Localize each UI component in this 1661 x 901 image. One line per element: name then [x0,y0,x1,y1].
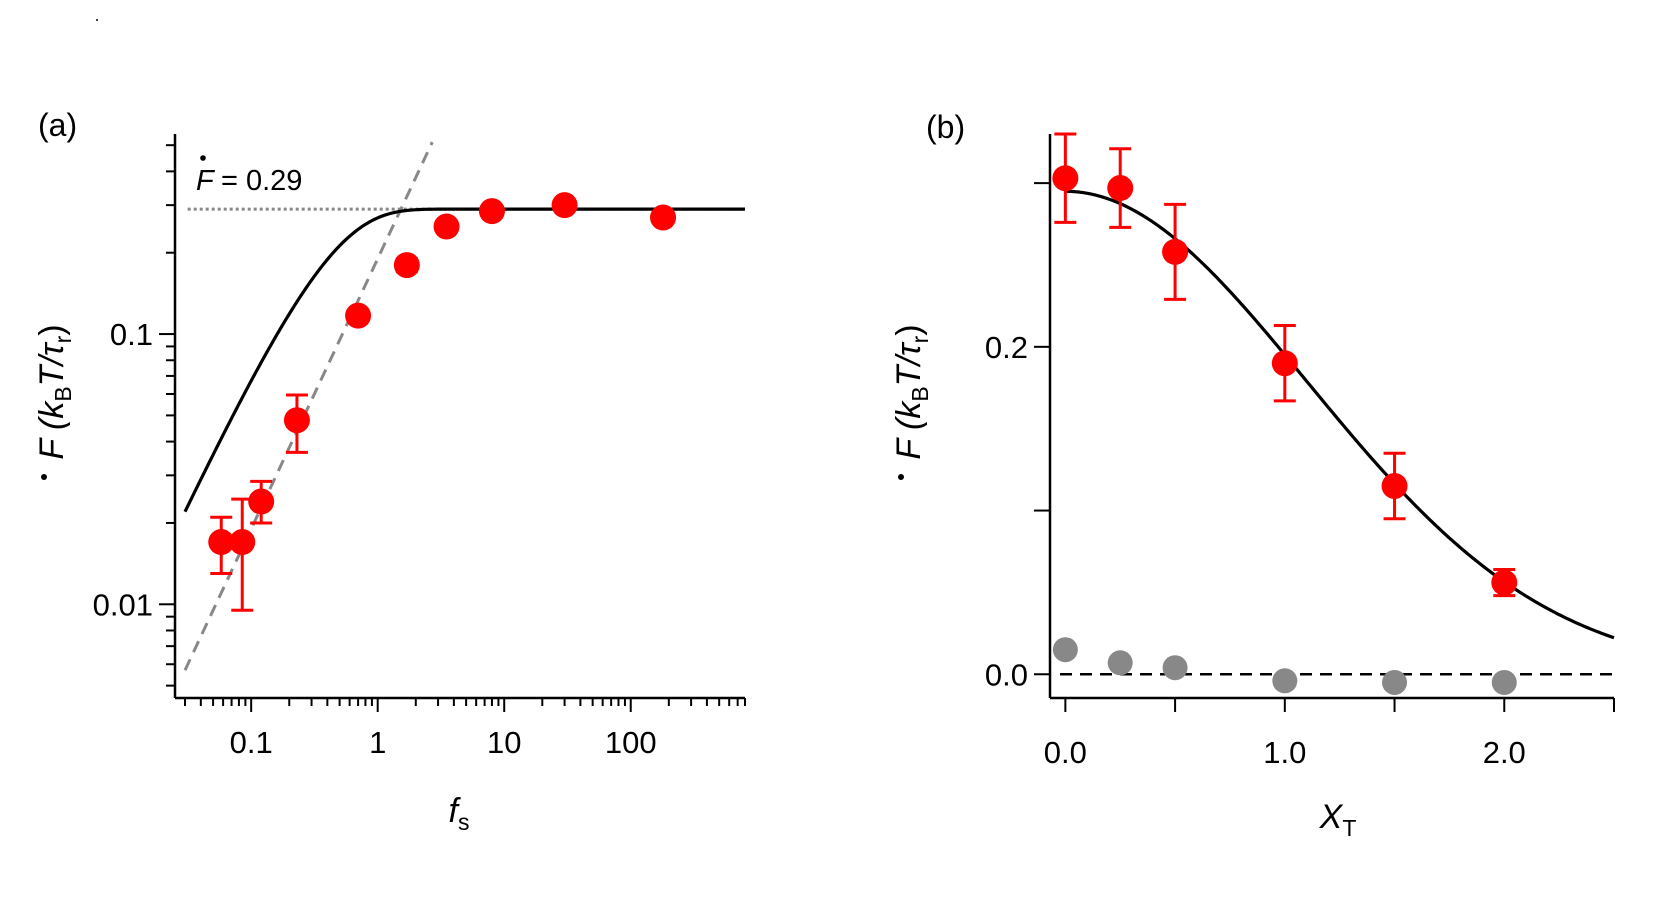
panel-b-data-point-0 [1052,165,1079,192]
panel-b-gray-point-4 [1382,669,1408,695]
panel-a-data-point-0 [208,529,235,556]
panel-a: (a) F 0.1 1 10 100 0.01 0.1 = 0.29 fs F (kBT/… [33,107,746,835]
panel-a-y-title-mid: T/τ [33,341,71,386]
panel-a-data-point-6 [433,213,460,240]
panel-a-data-point-7 [478,198,505,225]
panel-b-data-point-1 [1107,175,1134,202]
panel-a-y-title-dot [41,474,47,480]
panel-a-x-axis-title: fs [449,792,470,835]
panel-a-y-axis-title: F (kBT/τr) [33,324,76,459]
panel-b-gray-point-1 [1107,650,1133,676]
panel-b-data-point-5 [1491,569,1518,596]
panel-b-gray-point-3 [1272,668,1298,694]
panel-a-x-tick-label-3: 100 [605,725,657,760]
panel-b-y-tick-label-0: 0.0 [985,657,1028,692]
panel-a-y-title-sub2: r [50,335,76,343]
panel-a-y-tick-label-0: 0.01 [93,587,153,622]
panel-b-x-tick-label-0: 0.0 [1044,735,1087,770]
panel-b-y-title-main: F (k [890,400,928,460]
panel-a-y-title-end: ) [33,324,71,335]
panel-b-y-title-dot [898,474,904,480]
panel-a-x-tick-label-0: 0.1 [230,725,273,760]
panel-b-x-title-sub: T [1342,815,1356,841]
stray-dot [96,19,98,21]
panel-b-x-tick-label-1: 1.0 [1263,735,1306,770]
panel-a-x-tick-label-2: 10 [487,725,521,760]
panel-a-data-point-5 [393,252,420,279]
panel-b: (b) 0.0 1.0 2.0 0.0 0.2 XT F (kBT/τr) [890,109,1615,841]
panel-a-x-tick-label-1: 1 [369,725,386,760]
panel-a-data-point-8 [551,192,578,219]
panel-b-data-point-4 [1381,472,1408,499]
panel-b-data-point-2 [1162,238,1189,265]
panel-a-y-title-sub1: B [50,386,76,401]
panel-b-y-title-end: ) [890,324,928,335]
panel-a-asymptote-line [183,141,434,671]
panel-a-data-point-3 [283,407,310,434]
panel-a-y-tick-label-1: 0.1 [110,317,153,352]
panel-b-y-title-mid: T/τ [890,341,928,386]
panel-b-y-title-sub1: B [907,386,933,401]
panel-a-x-title-sub: s [458,809,470,835]
panel-b-x-title-main: X [1319,798,1344,836]
panel-a-plateau-annotation: = 0.29 [221,165,302,197]
panel-a-data-point-4 [345,302,372,329]
panel-a-label: (a) [38,107,77,143]
panel-a-y-axis-title-group: F (kBT/τr) [33,324,76,459]
panel-b-plot-area [1052,132,1615,695]
panel-b-fit-curve [1065,189,1615,640]
panel-b-axes: 0.0 1.0 2.0 0.0 0.2 [898,134,1615,770]
panel-b-x-axis-title: XT [1319,798,1357,841]
panel-b-gray-point-5 [1491,669,1517,695]
panel-b-y-title-sub2: r [907,335,933,343]
panel-a-plot-area: F [183,141,745,671]
panel-a-y-title-main: F (k [33,400,71,460]
panel-a-axes: 0.1 1 10 100 0.01 0.1 [41,134,746,760]
panel-a-data-point-1 [229,529,256,556]
panel-b-gray-point-0 [1052,637,1078,663]
panel-b-x-tick-label-2: 2.0 [1483,735,1526,770]
panel-b-y-tick-label-1: 0.2 [985,330,1028,365]
panel-b-y-axis-title: F (kBT/τr) [890,324,933,459]
panel-b-data-point-3 [1271,350,1298,377]
panel-a-fit-curve [183,207,745,513]
panel-a-annotation-dot [200,155,206,161]
panel-b-gray-point-2 [1162,655,1188,681]
panel-a-data-point-9 [650,204,677,231]
panel-a-annotation-symbol: F [196,165,216,197]
panel-b-label: (b) [926,109,965,145]
panel-a-data-point-2 [248,488,275,515]
panel-b-y-axis-title-group: F (kBT/τr) [890,324,933,459]
